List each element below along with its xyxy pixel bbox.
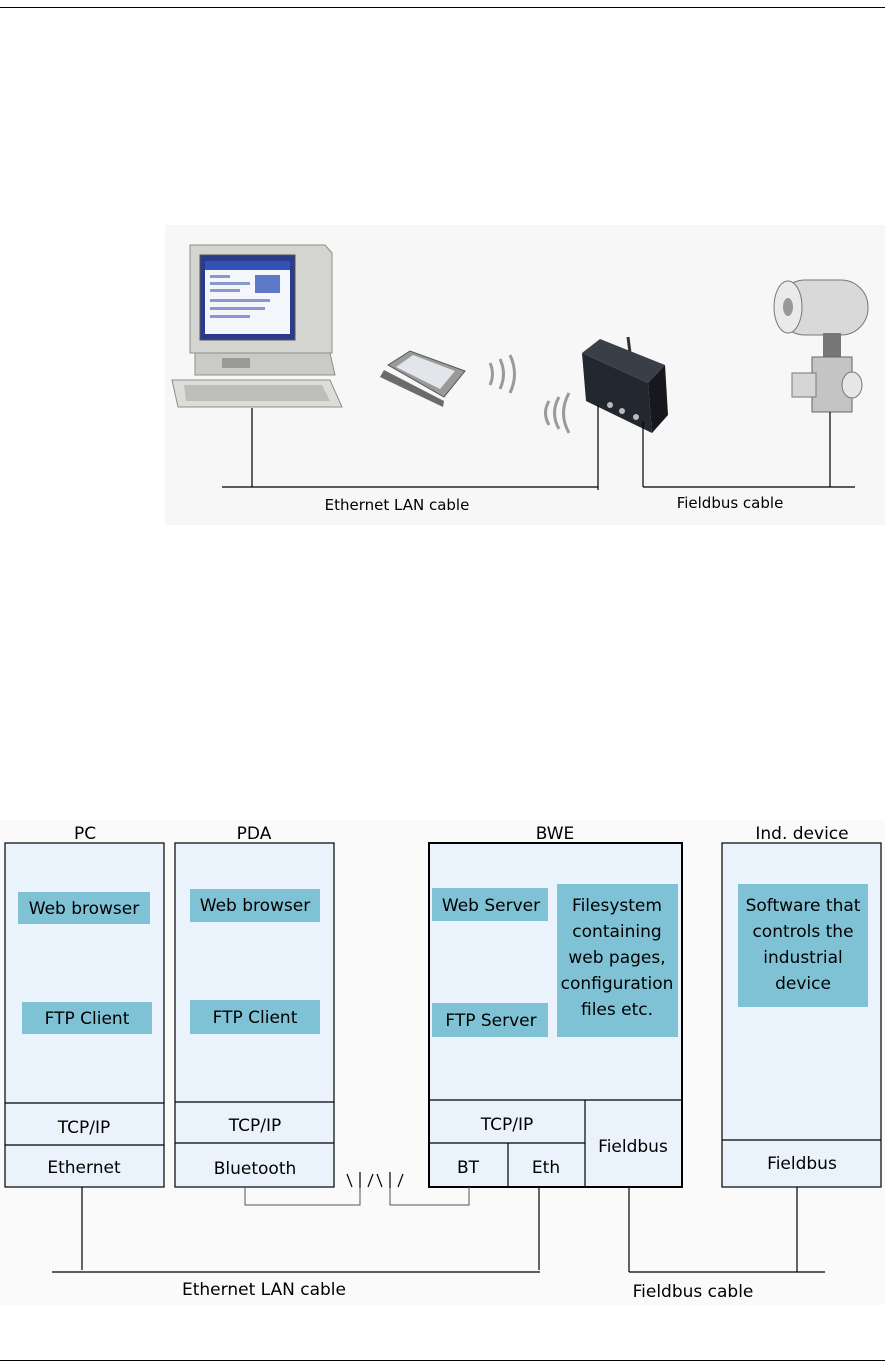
bwe-filesystem-line-5: files etc.: [581, 1000, 653, 1020]
bwe-ftp-server-module: [432, 1003, 548, 1037]
wireless-waves-icon: [488, 354, 571, 434]
fieldbus-cable-label: Fieldbus cable: [677, 494, 784, 512]
device-software-line-4: device: [775, 974, 831, 994]
pc-web-browser-module: [18, 892, 150, 924]
device-header: Ind. device: [755, 824, 848, 844]
bwe-web-server-module: [432, 888, 548, 921]
bwe-stack: BWE Web Server FTP Server Filesystem con…: [428, 824, 683, 1188]
ethernet-cable-label: Ethernet LAN cable: [182, 1280, 346, 1300]
pc-web-browser-label: Web browser: [29, 899, 139, 919]
pc-header: PC: [74, 824, 96, 844]
pc-ftp-client-label: FTP Client: [45, 1009, 130, 1029]
pda-icon: [380, 350, 466, 407]
top-rule: [0, 7, 885, 8]
industrial-valve-icon: [773, 279, 869, 413]
network-setup-figure: Ethernet LAN cable Fieldbus cable: [165, 225, 885, 525]
bluetooth-antenna-icon: [346, 1172, 404, 1188]
ethernet-cable-label: Ethernet LAN cable: [325, 496, 470, 514]
device-software-line-1: Software that: [746, 896, 861, 916]
bluetooth-link: [244, 1172, 470, 1206]
device-software-line-3: industrial: [763, 948, 842, 968]
fieldbus-cable-label: Fieldbus cable: [633, 1282, 754, 1302]
bwe-gateway-icon: [582, 336, 668, 433]
bwe-eth-label: Eth: [532, 1158, 560, 1178]
pda-tcpip-label: TCP/IP: [228, 1116, 282, 1136]
bwe-filesystem-line-4: configuration: [561, 974, 674, 994]
pda-ftp-client-module: [190, 1000, 320, 1034]
pda-header: PDA: [237, 824, 272, 844]
pc-ftp-client-module: [22, 1002, 152, 1034]
pc-stack: PC Web browser FTP Client TCP/IP Etherne…: [4, 824, 165, 1188]
bwe-tcpip-label: TCP/IP: [480, 1115, 534, 1135]
desktop-computer-icon: [171, 244, 343, 408]
bwe-filesystem-module: [557, 884, 678, 1037]
bwe-filesystem-line-2: containing: [572, 922, 661, 942]
pda-ftp-client-label: FTP Client: [213, 1008, 298, 1028]
protocol-stack-figure: PC Web browser FTP Client TCP/IP Etherne…: [0, 820, 885, 1305]
bwe-bt-label: BT: [457, 1158, 480, 1178]
bottom-rule: [0, 1360, 885, 1361]
bwe-fieldbus-label: Fieldbus: [598, 1137, 668, 1157]
bwe-filesystem-line-3: web pages,: [568, 948, 665, 968]
pda-web-browser-label: Web browser: [200, 896, 310, 916]
pda-web-browser-module: [190, 889, 320, 922]
pc-tcpip-label: TCP/IP: [57, 1118, 111, 1138]
device-software-line-2: controls the: [752, 922, 853, 942]
bwe-ftp-server-label: FTP Server: [445, 1011, 536, 1031]
bwe-header: BWE: [536, 824, 575, 844]
device-fieldbus-label: Fieldbus: [767, 1154, 837, 1174]
pc-ethernet-label: Ethernet: [47, 1158, 121, 1178]
pda-stack: PDA Web browser FTP Client TCP/IP Blueto…: [174, 824, 335, 1188]
device-stack: Ind. device Software that controls the i…: [721, 824, 882, 1188]
pda-bluetooth-label: Bluetooth: [214, 1159, 297, 1179]
bwe-filesystem-line-1: Filesystem: [572, 896, 662, 916]
device-software-module: [738, 884, 868, 1007]
bwe-web-server-label: Web Server: [442, 896, 540, 916]
